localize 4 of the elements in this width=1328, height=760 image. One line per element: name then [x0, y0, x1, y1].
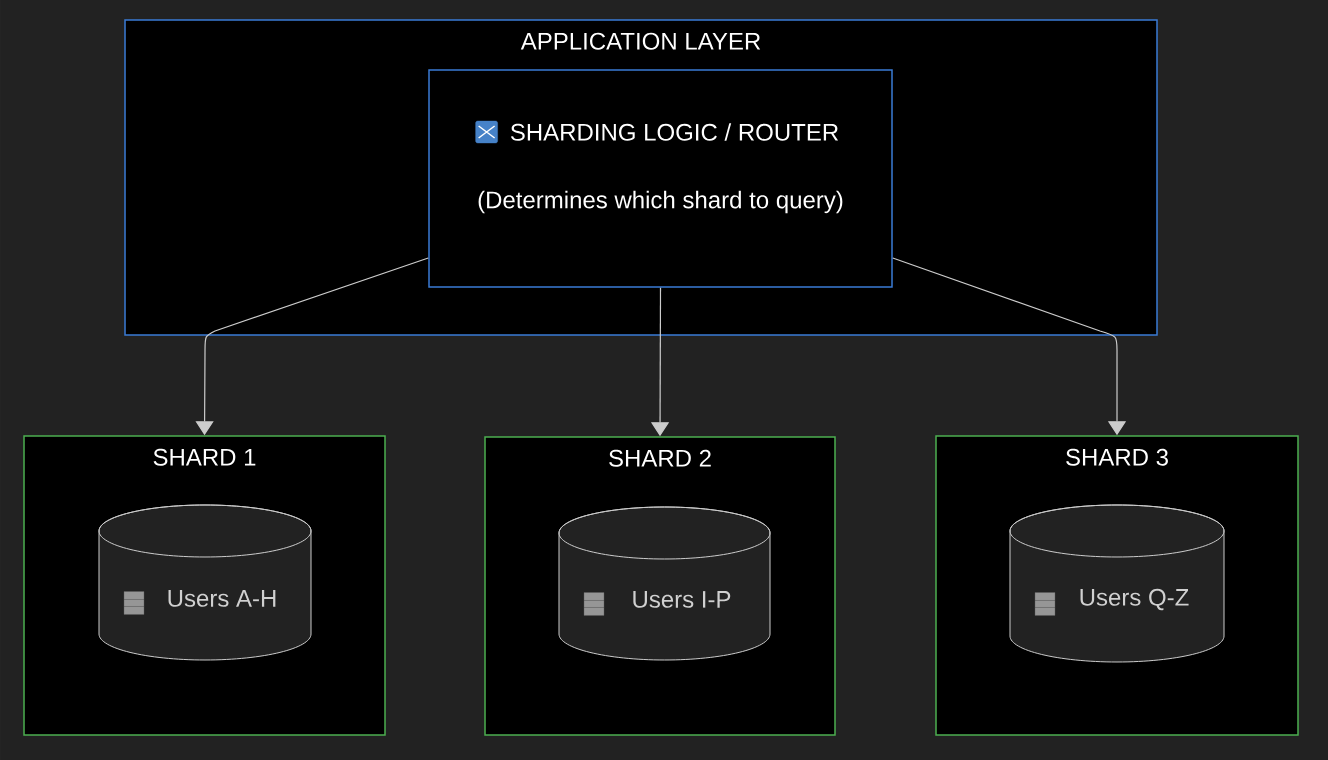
database-cylinder: Users I-P — [558, 506, 771, 661]
router-box: SHARDING LOGIC / ROUTER (Determines which shard to query) — [428, 69, 893, 288]
database-cylinder: Users A-H — [98, 504, 312, 661]
database-cylinder: Users Q-Z — [1009, 504, 1225, 663]
